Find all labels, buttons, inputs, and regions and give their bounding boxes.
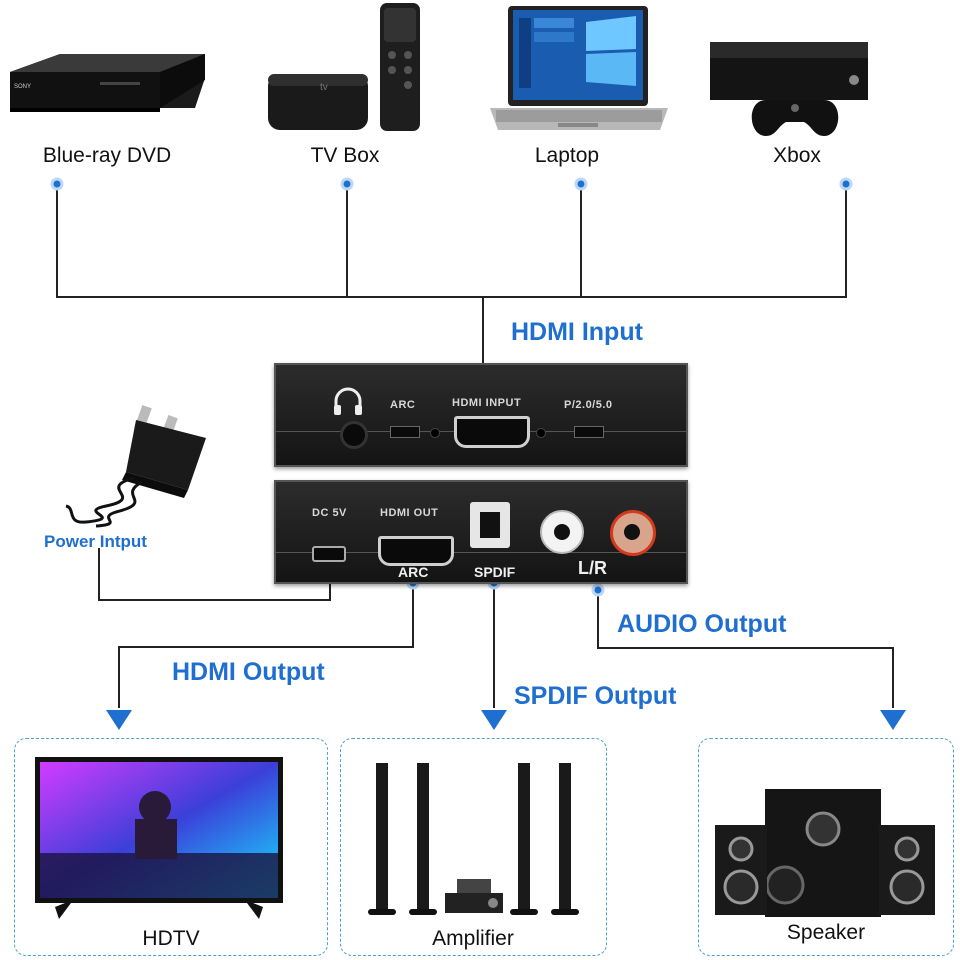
spdif-output-label: SPDIF Output	[514, 682, 677, 710]
hdtv-image	[35, 757, 283, 919]
hdmi-input-port-label: HDMI INPUT	[452, 397, 522, 409]
speaker-system-image	[715, 789, 935, 917]
laptop-label: Laptop	[534, 144, 600, 167]
headphone-jack	[340, 421, 368, 449]
laptop-image	[490, 6, 668, 130]
tower-speaker-2	[417, 763, 429, 911]
bluray-dvd-label: Blue-ray DVD	[42, 144, 172, 167]
bluray-player-image: SONY	[10, 54, 205, 112]
speaker-label: Speaker	[786, 921, 866, 944]
spdif-label: SPDIF	[474, 564, 516, 580]
speaker-box: Speaker	[698, 738, 954, 956]
svg-text:tv: tv	[320, 82, 328, 93]
power-input-label: Power Intput	[44, 532, 147, 551]
spdif-output-arrow	[481, 710, 507, 730]
dvd-connector-dot	[50, 177, 64, 191]
hdmi-input-port	[454, 416, 530, 448]
hdtv-box: HDTV	[14, 738, 328, 956]
xbox-label: Xbox	[773, 144, 821, 167]
hdtv-label: HDTV	[142, 927, 200, 950]
audio-output-label: AUDIO Output	[617, 610, 787, 638]
p-switch	[574, 426, 604, 438]
front-arc-label: ARC	[390, 399, 416, 411]
tvbox-connector-dot	[340, 177, 354, 191]
spdif-port	[470, 502, 510, 548]
front-led-2	[536, 428, 546, 438]
input-bus-line	[56, 185, 847, 298]
xbox-image	[710, 42, 868, 136]
hdmi-out-port	[378, 536, 454, 566]
device-back-panel: DC 5V HDMI OUT ARC SPDIF L/R	[274, 480, 688, 584]
back-arc-label: ARC	[398, 564, 429, 580]
xbox-connector-dot	[839, 177, 853, 191]
audio-output-arrow	[880, 710, 906, 730]
svg-text:SONY: SONY	[14, 84, 31, 90]
power-line	[98, 548, 331, 601]
lr-dot	[591, 583, 605, 597]
arc-switch	[390, 426, 420, 438]
tv-box-image: tv	[268, 3, 420, 131]
hdmi-input-label: HDMI Input	[511, 318, 643, 346]
device-front-panel: ARC HDMI INPUT P/2.0/5.0	[274, 363, 688, 467]
micro-usb-port	[312, 546, 346, 562]
lr-label: L/R	[578, 558, 607, 578]
amplifier-label: Amplifier	[432, 927, 514, 950]
power-adapter-image	[65, 405, 206, 528]
amplifier-image	[368, 763, 579, 915]
amplifier-unit	[445, 893, 503, 913]
tower-speaker-4	[559, 763, 571, 911]
rca-right-port	[610, 510, 656, 556]
hdmi-output-line	[118, 582, 414, 708]
tower-speaker-3	[518, 763, 530, 911]
amplifier-box: Amplifier	[340, 738, 607, 956]
xbox-controller	[751, 100, 839, 136]
front-led	[430, 428, 440, 438]
laptop-connector-dot	[574, 177, 588, 191]
p-switch-label: P/2.0/5.0	[564, 399, 613, 411]
hdmi-output-label: HDMI Output	[172, 658, 325, 686]
audio-output-line	[597, 590, 894, 708]
rca-left-port	[540, 510, 584, 554]
dc-5v-label: DC 5V	[312, 507, 347, 519]
headphone-icon	[334, 387, 362, 415]
tv-box-label: TV Box	[310, 144, 380, 167]
hdmi-output-arrow	[106, 710, 132, 730]
hdmi-out-label: HDMI OUT	[380, 507, 439, 519]
tower-speaker-1	[376, 763, 388, 911]
